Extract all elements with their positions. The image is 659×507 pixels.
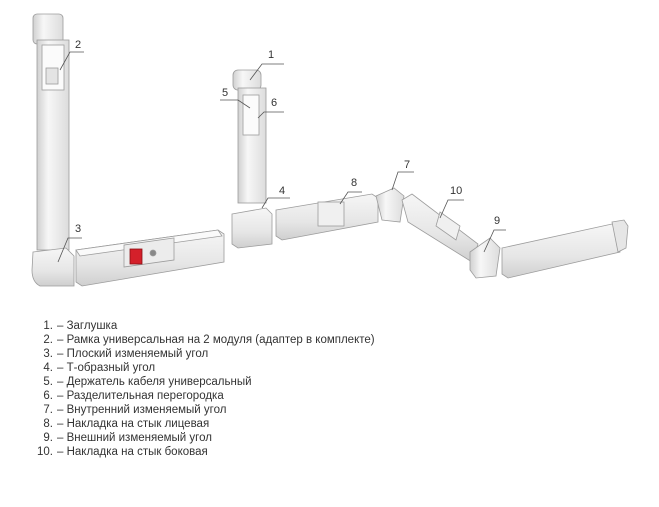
socket-module xyxy=(129,248,143,265)
t-corner xyxy=(231,207,273,249)
callout-10: 10 xyxy=(450,185,462,197)
callout-7: 7 xyxy=(404,159,410,171)
legend-item: 2.– Рамка универсальная на 2 модуля (ада… xyxy=(43,334,375,346)
cable-channel-diagram: 1 2 3 4 5 6 7 8 9 10 xyxy=(31,13,629,287)
horizontal-channel-with-frame xyxy=(75,229,225,287)
legend-item: 8.– Накладка на стык лицевая xyxy=(43,418,210,430)
parts-legend: 1.– Заглушка 2.– Рамка универсальная на … xyxy=(30,319,375,459)
channel-side-joint xyxy=(401,193,479,263)
callout-6: 6 xyxy=(271,97,277,109)
callout-1: 1 xyxy=(268,49,274,61)
vertical-channel-middle xyxy=(232,69,267,204)
callout-5: 5 xyxy=(222,87,228,99)
legend-item: 5.– Держатель кабеля универсальный xyxy=(43,376,252,388)
internal-corner xyxy=(375,187,405,223)
channel-front-joint xyxy=(275,193,379,241)
vertical-channel-left xyxy=(32,13,70,251)
callout-4: 4 xyxy=(279,185,285,197)
legend-item: 10.– Накладка на стык боковая xyxy=(37,446,208,458)
leader-lines xyxy=(57,51,506,263)
horizontal-channel-right xyxy=(501,219,629,279)
legend-item: 6.– Разделительная перегородка xyxy=(43,390,224,402)
legend-item: 9.– Внешний изменяемый угол xyxy=(43,432,212,444)
legend-item: 7.– Внутренний изменяемый угол xyxy=(43,404,227,416)
callout-9: 9 xyxy=(494,215,500,227)
callout-8: 8 xyxy=(351,177,357,189)
callout-3: 3 xyxy=(75,223,81,235)
legend-item: 3.– Плоский изменяемый угол xyxy=(43,348,209,360)
legend-item: 4.– Т-образный угол xyxy=(43,362,156,374)
callout-2: 2 xyxy=(75,39,81,51)
legend-item: 1.– Заглушка xyxy=(43,320,118,332)
flat-corner xyxy=(31,247,75,287)
